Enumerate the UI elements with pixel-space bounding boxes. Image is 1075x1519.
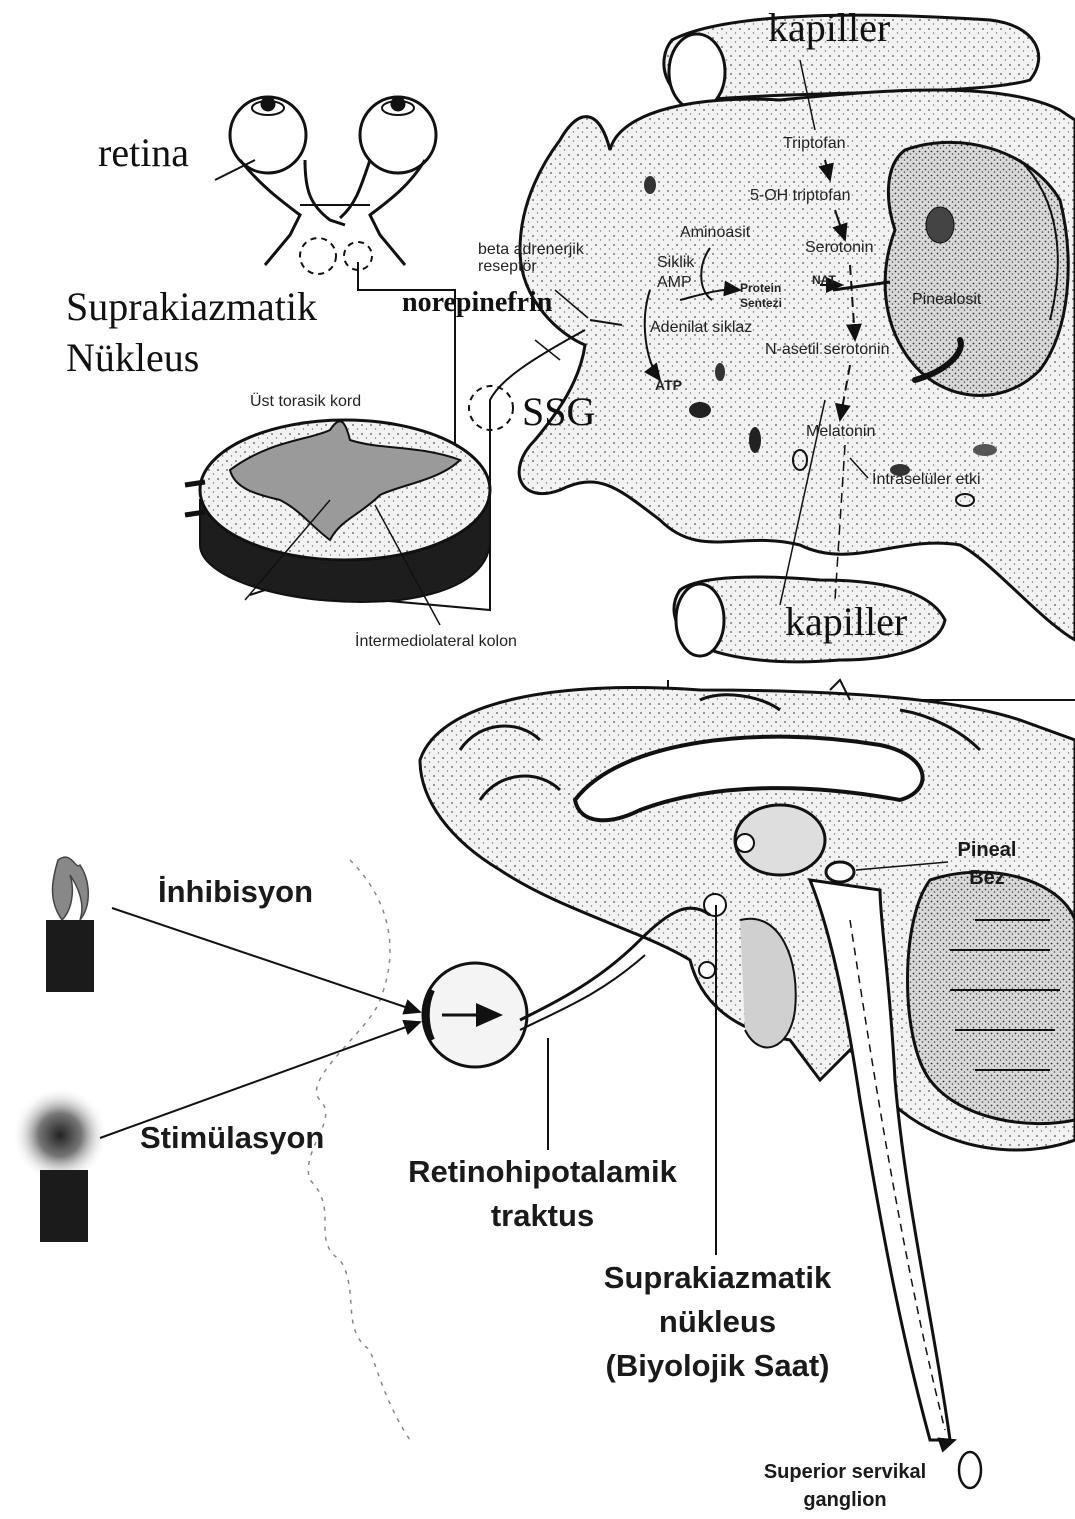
melatonin-label: Melatonin (806, 424, 875, 440)
scn-label-line1: Suprakiazmatik (66, 287, 317, 327)
pineal-gland-label-line2: Bez (952, 868, 1022, 888)
capillary-bottom-label: kapiller (785, 602, 907, 642)
candle-icon-stimulation (12, 1087, 108, 1242)
cyclic-label: Siklik (657, 255, 694, 271)
protein-synthesis-label-line2: Sentezi (740, 297, 782, 309)
amino-acid-label: Aminoasit (680, 225, 750, 241)
pinealocyte-label: Pinealosit (912, 292, 981, 308)
nat-label: NAT (812, 274, 836, 286)
beta-receptor-label-line1: beta adrenerjik (478, 242, 584, 258)
inhibition-label: İnhibisyon (158, 876, 313, 907)
pinealocyte-cell (519, 90, 1075, 640)
inhibition-arrow (112, 908, 420, 1012)
ssg-label: SSG (522, 392, 595, 432)
serotonin-label: Serotonin (805, 240, 874, 256)
capillary-top-label: kapiller (768, 8, 890, 48)
superior-cervical-ganglion-label-line2: ganglion (735, 1490, 955, 1510)
spinal-cord-section (185, 420, 490, 625)
scn-bottom-label-line1: Suprakiazmatik (560, 1262, 875, 1293)
norepinephrine-label: norepinefrin (402, 289, 552, 317)
atp-label: ATP (655, 378, 682, 392)
protein-synthesis-label-line1: Protein (740, 282, 781, 294)
n-acetylserotonin-label: N-asetil serotonin (765, 342, 890, 358)
tryptophan-label: Triptofan (783, 136, 846, 152)
candle-icon-inhibition (46, 857, 94, 992)
pineal-gland-label-line1: Pineal (952, 840, 1022, 860)
scn-bottom-label-line2: nükleus (560, 1306, 875, 1337)
intracellular-effect-label: İntraselüler etki (872, 472, 981, 488)
retina-label: retina (98, 133, 189, 173)
beta-receptor-label-line2: reseptör (478, 259, 537, 275)
stimulation-label: Stimülasyon (140, 1122, 324, 1153)
adenylate-cyclase-label: Adenilat siklaz (650, 320, 752, 336)
superior-cervical-ganglion-label-line1: Superior servikal (735, 1462, 955, 1482)
intermediolateral-column-label: İntermediolateral kolon (355, 634, 517, 650)
amp-label: AMP (657, 275, 692, 291)
retinohypothalamic-tract-label-line1: Retinohipotalamik (370, 1156, 715, 1187)
upper-thoracic-cord-label: Üst torasik kord (250, 394, 361, 410)
retinohypothalamic-tract-label-line2: traktus (370, 1200, 715, 1231)
hydroxytryptophan-label: 5-OH triptofan (750, 188, 850, 204)
scn-label-line2: Nükleus (66, 338, 199, 378)
scn-bottom-label-line3: (Biyolojik Saat) (560, 1350, 875, 1381)
